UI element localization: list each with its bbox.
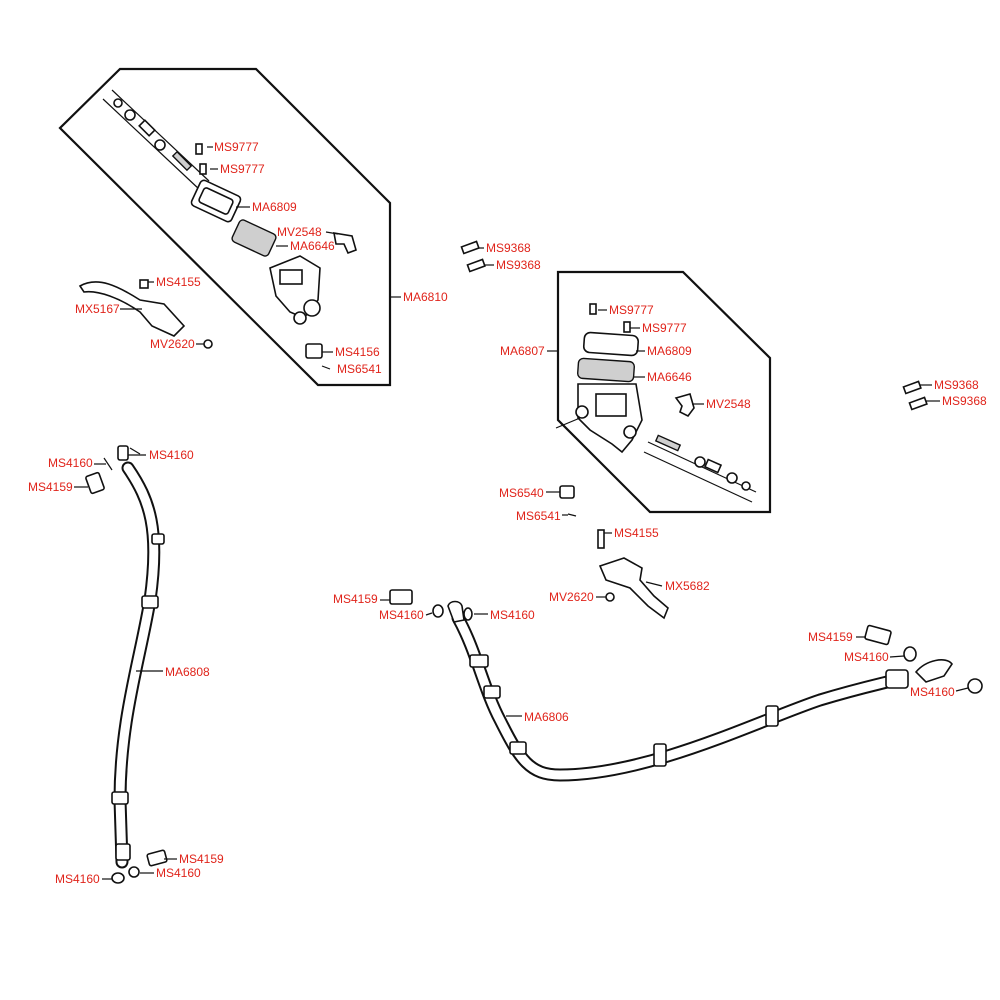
label-ms6540: MS6540 — [499, 486, 544, 500]
master-cylinder-body-right — [555, 383, 643, 454]
label-ms6541-center: MS6541 — [516, 509, 561, 523]
piston-kit-left — [102, 89, 210, 191]
bolts-ms9368-center — [460, 240, 486, 273]
label-ms9777-d: MS9777 — [642, 321, 687, 335]
fittings-right — [864, 624, 983, 694]
label-ma6806: MA6806 — [524, 710, 569, 724]
fittings-left-bottom — [111, 849, 168, 884]
label-ms4159-c: MS4159 — [808, 630, 853, 644]
label-ma6646-left: MA6646 — [290, 239, 335, 253]
bolt-ms4155-left — [139, 279, 149, 289]
label-ms4160-b: MS4160 — [149, 448, 194, 462]
kit-outline-left — [58, 67, 392, 387]
label-ms4160-g: MS4160 — [156, 866, 201, 880]
label-mv2620-left: MV2620 — [150, 337, 195, 351]
label-ms4160-a: MS4160 — [48, 456, 93, 470]
label-ms4155-left: MS4155 — [156, 275, 201, 289]
label-ma6808: MA6808 — [165, 665, 210, 679]
label-mv2548-right: MV2548 — [706, 397, 751, 411]
label-ms4160-f: MS4160 — [910, 685, 955, 699]
label-mv2620-center: MV2620 — [549, 590, 594, 604]
label-mv2548-left: MV2548 — [277, 225, 322, 239]
label-ms9777-c: MS9777 — [609, 303, 654, 317]
label-ms4159-a: MS4159 — [28, 480, 73, 494]
label-ma6809-left: MA6809 — [252, 200, 297, 214]
label-ms9368-c: MS9368 — [934, 378, 979, 392]
brake-lever-right — [598, 557, 669, 620]
part-labels: MS9777 MS9777 MA6809 MV2548 MA6646 MS415… — [28, 140, 987, 886]
mirror-clamp-left — [333, 232, 357, 255]
label-ms9368-a: MS9368 — [486, 241, 531, 255]
label-ms4160-c: MS4160 — [379, 608, 424, 622]
label-ms4160-d: MS4160 — [490, 608, 535, 622]
label-ms4156: MS4156 — [335, 345, 380, 359]
mirror-clamp-right — [674, 393, 695, 418]
leader-lines — [74, 146, 969, 880]
brake-switch-left — [305, 343, 331, 370]
reservoir-cap-right — [582, 331, 640, 357]
label-ma6807: MA6807 — [500, 344, 545, 358]
label-ms4160-e: MS4160 — [844, 650, 889, 664]
fittings-center — [389, 589, 473, 623]
bolt-ms4155-center — [597, 529, 605, 549]
hose-ma6808 — [111, 461, 165, 869]
label-ms9368-b: MS9368 — [496, 258, 541, 272]
label-ma6809-right: MA6809 — [647, 344, 692, 358]
hose-ma6806 — [451, 611, 909, 782]
label-ms4160-h: MS4160 — [55, 872, 100, 886]
bolts-ms9368-right — [902, 380, 928, 411]
switch-ms6540 — [559, 485, 575, 499]
screw-ms6541-center — [567, 513, 577, 517]
label-ms9777-b: MS9777 — [220, 162, 265, 176]
reservoir-cap-left — [190, 179, 242, 223]
label-mx5682: MX5682 — [665, 579, 710, 593]
brake-lever-left — [78, 281, 186, 337]
piston-kit-right — [643, 434, 757, 503]
label-ms4155-center: MS4155 — [614, 526, 659, 540]
diaphragm-left — [231, 219, 277, 257]
label-ms6541-left: MS6541 — [337, 362, 382, 376]
fittings-left-top — [85, 445, 141, 495]
screws-ms9777-right — [589, 303, 631, 333]
kit-outline-right — [556, 270, 772, 514]
diaphragm-right — [577, 357, 635, 383]
label-mx5167: MX5167 — [75, 302, 120, 316]
label-ma6646-right: MA6646 — [647, 370, 692, 384]
label-ms9368-d: MS9368 — [942, 394, 987, 408]
label-ms4159-d: MS4159 — [179, 852, 224, 866]
label-ms9777-a: MS9777 — [214, 140, 259, 154]
nut-mv2620-center — [605, 592, 615, 602]
nut-mv2620-left — [203, 339, 213, 349]
label-ma6810: MA6810 — [403, 290, 448, 304]
master-cylinder-body-left — [269, 255, 321, 325]
screws-ms9777-left — [195, 143, 207, 175]
label-ms4159-b: MS4159 — [333, 592, 378, 606]
